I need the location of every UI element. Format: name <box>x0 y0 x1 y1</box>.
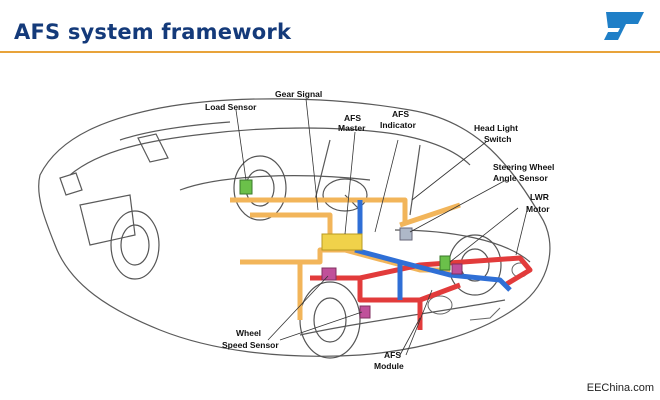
page-title: AFS system framework <box>14 20 292 44</box>
afs-diagram: Load Sensor Gear Signal AFS Master AFS I… <box>38 89 554 371</box>
label-head-light-switch-1: Head Light <box>474 123 518 133</box>
lwr-motor-front <box>451 263 463 275</box>
label-steering-wheel-2: Angle Sensor <box>493 173 548 183</box>
label-afs-master-1: AFS <box>344 113 361 123</box>
afs-master-box <box>321 233 363 251</box>
label-load-sensor: Load Sensor <box>205 102 257 112</box>
label-afs-master-2: Master <box>338 123 366 133</box>
label-steering-wheel-1: Steering Wheel <box>493 162 554 172</box>
wheel-speed-sensor-block <box>359 305 371 319</box>
load-sensor-block <box>239 179 253 195</box>
label-afs-indicator-2: Indicator <box>380 120 417 130</box>
red-wires <box>310 255 533 330</box>
orange-wires <box>230 197 461 320</box>
lwr-motor-block <box>439 255 451 271</box>
st-logo: ST <box>604 12 644 40</box>
label-head-light-switch-2: Switch <box>484 134 511 144</box>
header: AFS system framework ST <box>0 0 660 56</box>
head-light-switch-block <box>399 227 413 241</box>
label-afs-module-2: Module <box>374 361 404 371</box>
label-afs-indicator-1: AFS <box>392 109 409 119</box>
watermark: EEChina.com <box>586 382 654 394</box>
header-divider <box>0 51 660 53</box>
label-afs-module-1: AFS <box>384 350 401 360</box>
label-wheel-speed-2: Speed Sensor <box>222 340 279 350</box>
components <box>239 179 463 319</box>
label-gear-signal: Gear Signal <box>275 89 322 99</box>
labels: Load Sensor Gear Signal AFS Master AFS I… <box>205 89 554 371</box>
label-lwr-motor-1: LWR <box>530 192 549 202</box>
car-outline <box>38 98 551 357</box>
logo-text: ST <box>622 35 623 36</box>
afs-module-block <box>321 267 337 281</box>
leader-lines <box>235 98 529 356</box>
label-lwr-motor-2: Motor <box>526 204 550 214</box>
label-wheel-speed-1: Wheel <box>236 328 261 338</box>
